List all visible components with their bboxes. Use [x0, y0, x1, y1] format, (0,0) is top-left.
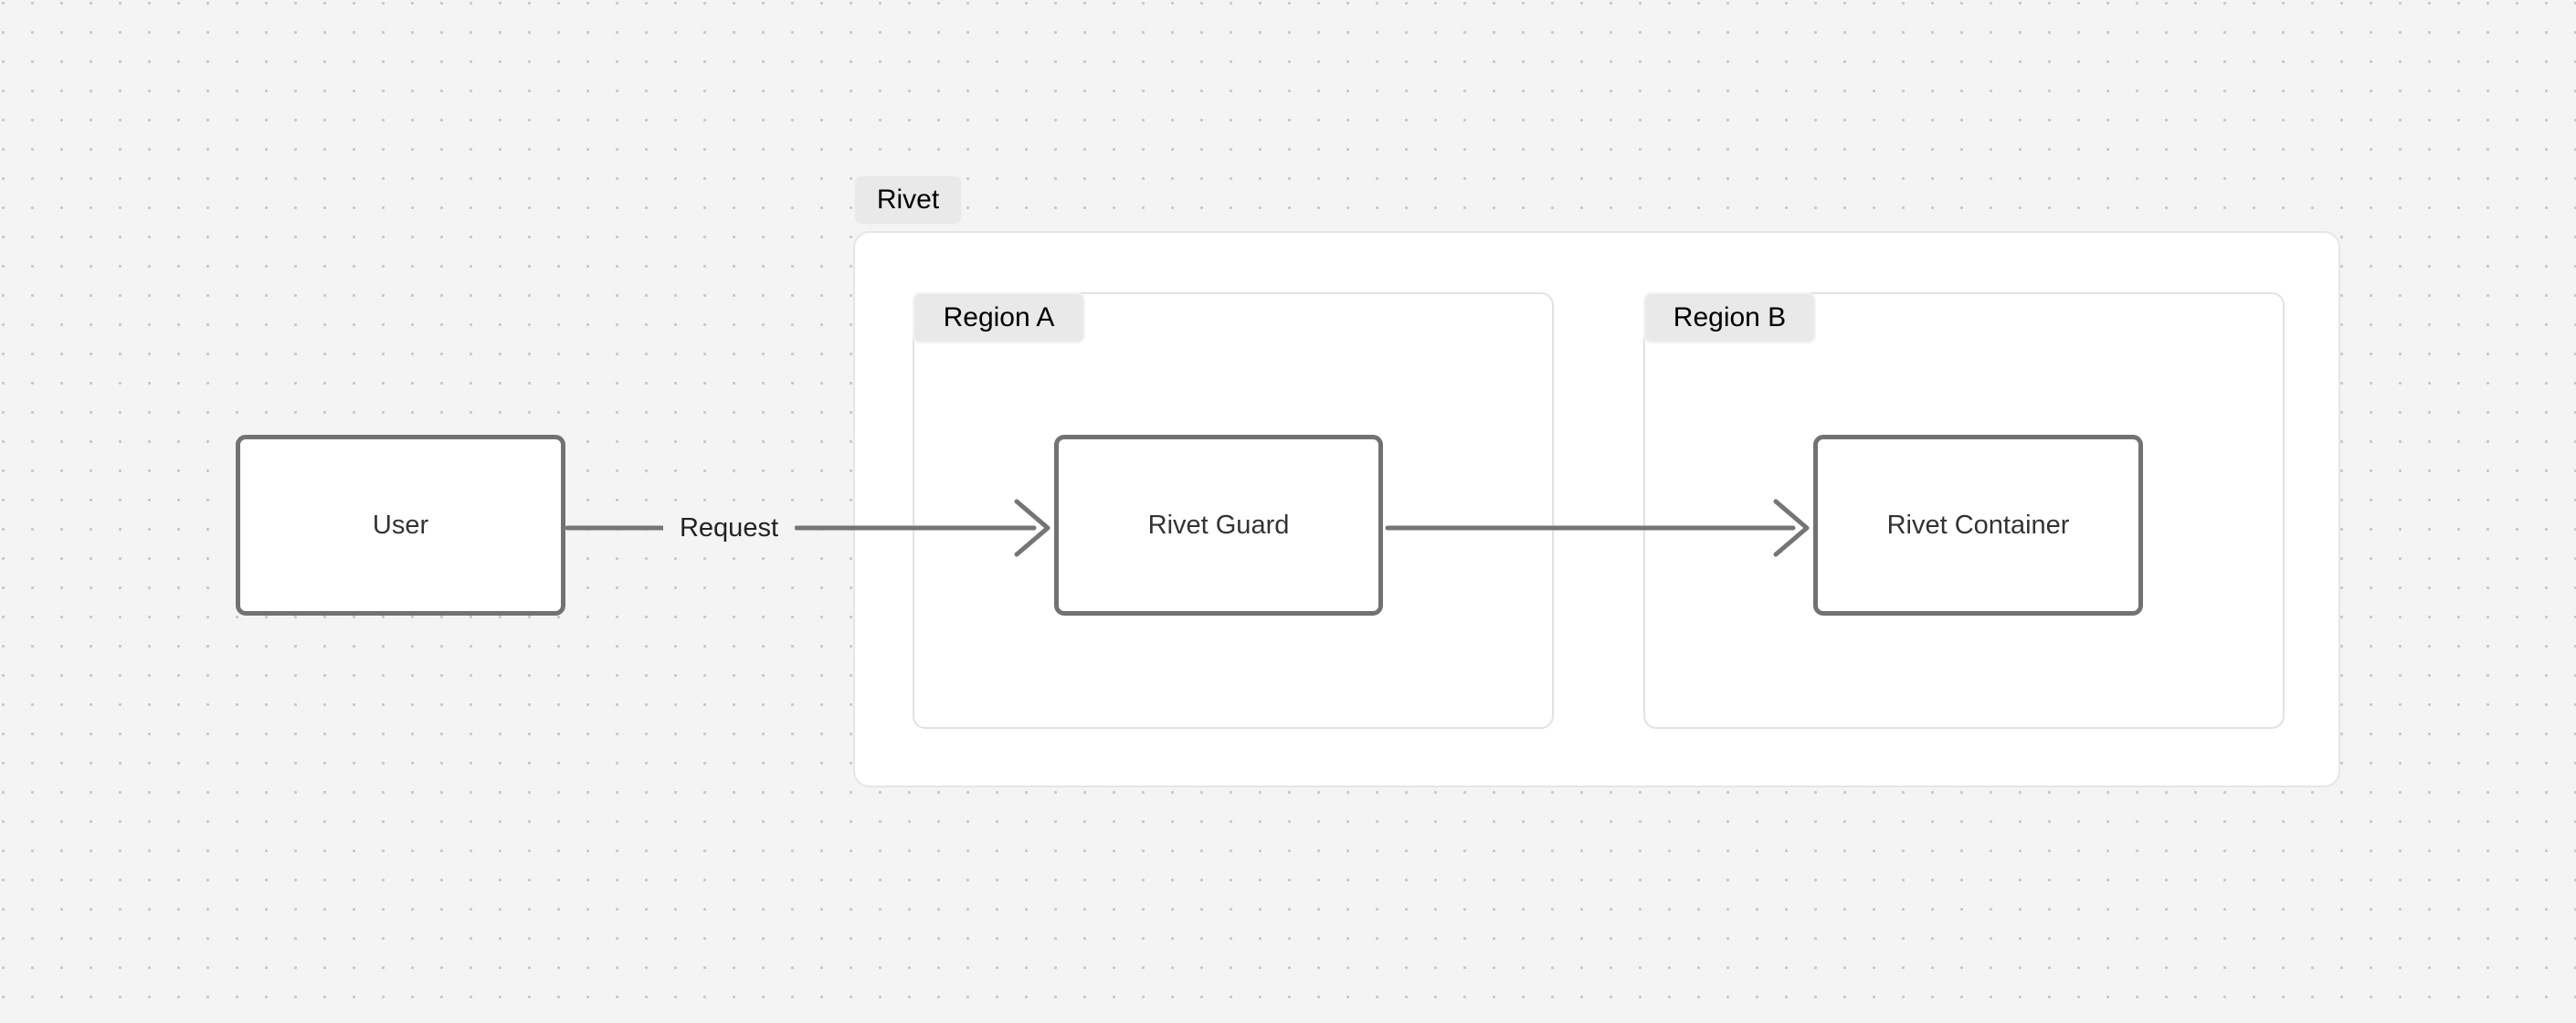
cluster-label-rivet[interactable]: Rivet [853, 174, 963, 226]
edge-label-request[interactable]: Request [663, 508, 795, 548]
cluster-label-region-b[interactable]: Region B [1643, 292, 1816, 343]
node-rivet-guard[interactable]: Rivet Guard [1054, 435, 1383, 616]
node-user[interactable]: User [236, 435, 565, 616]
node-rivet-container[interactable]: Rivet Container [1813, 435, 2143, 616]
cluster-label-region-a[interactable]: Region A [913, 292, 1085, 343]
